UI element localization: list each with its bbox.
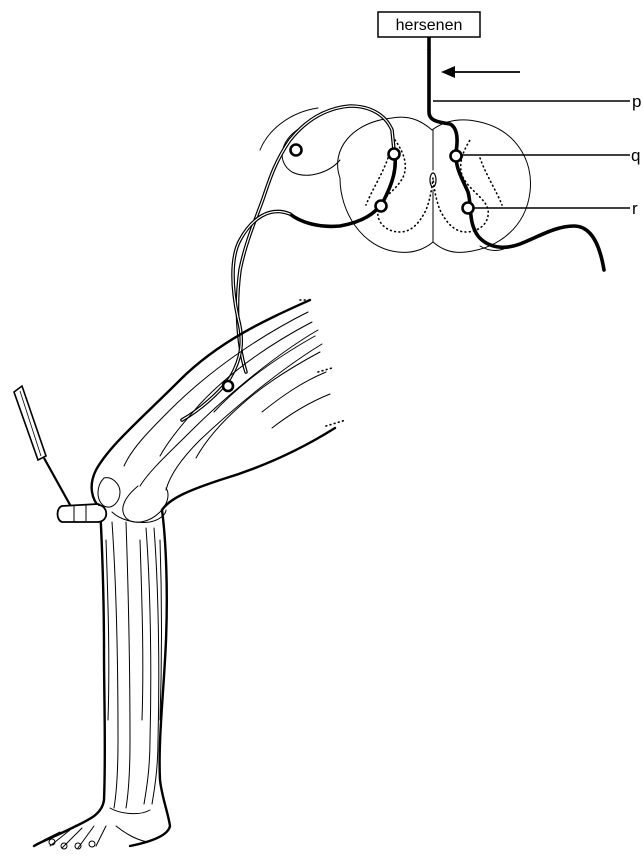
label-q: q (631, 146, 640, 165)
label-r: r (632, 199, 638, 218)
synapse-dorsal-left (389, 149, 400, 160)
label-p: p (632, 92, 641, 111)
pointer-labels: p q r (433, 92, 641, 218)
muscle-spindle-receptor (223, 381, 233, 391)
ganglion-cell-body (291, 145, 302, 156)
reflex-arc-nerves (182, 50, 604, 420)
synapse-q (451, 151, 462, 162)
synapse-r (463, 203, 474, 214)
leg-illustration (34, 300, 346, 849)
arrow-left-icon (441, 66, 520, 78)
reflex-hammer-icon (14, 386, 106, 522)
brain-label-group: hersenen (378, 12, 520, 78)
brain-label: hersenen (396, 17, 463, 34)
synapse-ventral-left (376, 201, 387, 212)
